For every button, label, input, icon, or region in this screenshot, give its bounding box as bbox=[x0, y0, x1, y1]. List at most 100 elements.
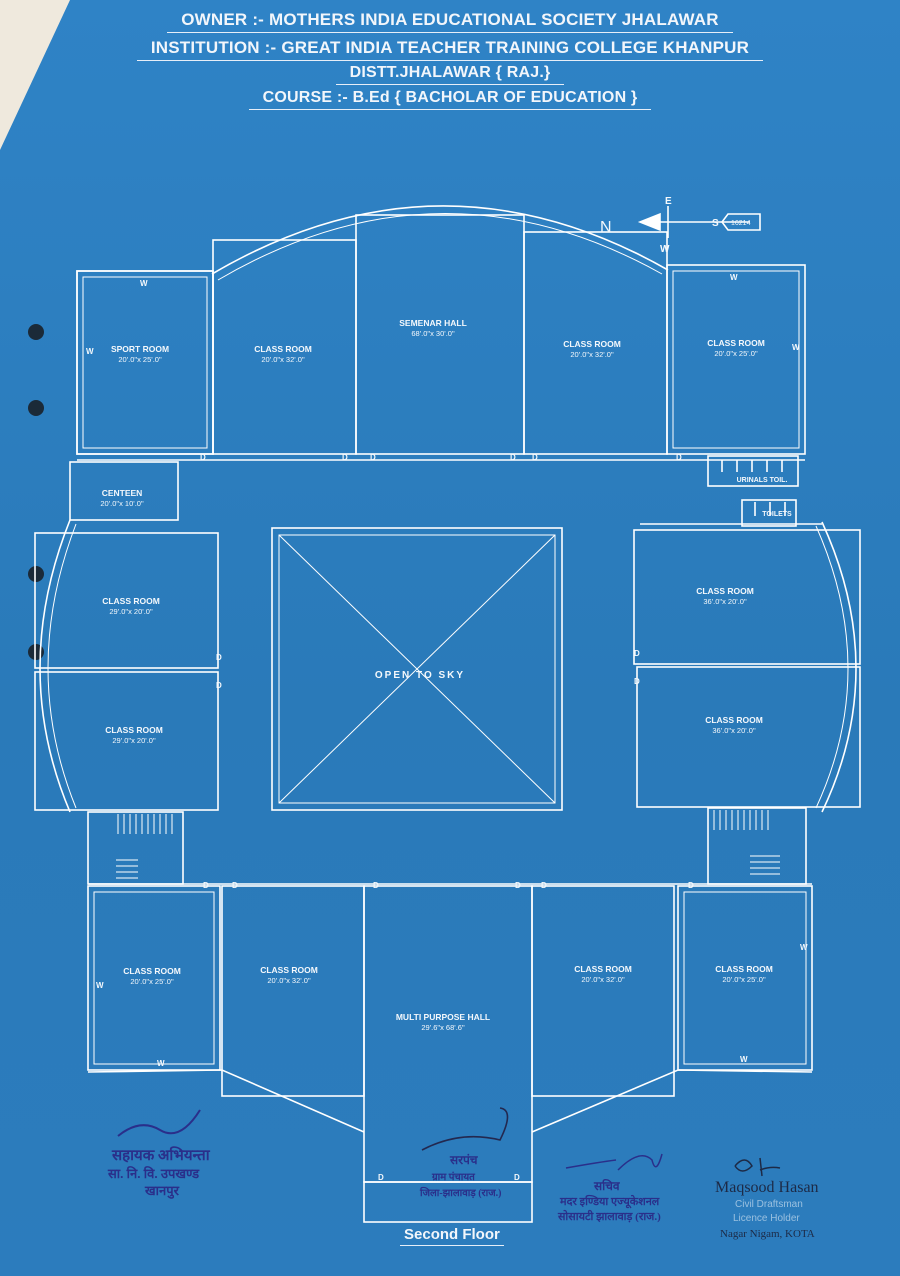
room-dim: 20'.0"x 25'.0" bbox=[714, 349, 758, 358]
room-dim: 29'.0"x 20'.0" bbox=[109, 607, 153, 616]
institution-line: INSTITUTION :- GREAT INDIA TEACHER TRAIN… bbox=[0, 38, 900, 61]
secretary-line1: सचिव bbox=[593, 1179, 621, 1193]
east-label: E bbox=[665, 196, 672, 207]
punch-hole bbox=[28, 566, 44, 582]
room-dim: 36'.0"x 20'.0" bbox=[712, 726, 756, 735]
door-marker: D bbox=[200, 453, 206, 462]
door-marker: D bbox=[373, 881, 379, 890]
room-dim: 20'.0"x 32'.0" bbox=[261, 355, 305, 364]
compass-code: 16214 bbox=[731, 220, 751, 227]
door-marker: D bbox=[378, 1173, 384, 1182]
secretary-line3: सोसायटी झालावाड़ (राज.) bbox=[557, 1209, 661, 1223]
open-to-sky-label: OPEN TO SKY bbox=[375, 670, 465, 681]
room-name: CLASS ROOM bbox=[254, 344, 312, 354]
window-marker: W bbox=[800, 943, 808, 952]
paper-fold bbox=[0, 0, 70, 150]
open-to-sky-area bbox=[271, 527, 563, 811]
room-dim: 29'.0"x 20'.0" bbox=[112, 736, 156, 745]
window-marker: W bbox=[96, 981, 104, 990]
secretary-line2: मदर इण्डिया एज्यूकेशनल bbox=[559, 1194, 660, 1209]
engineer-signature-scribble bbox=[117, 1109, 201, 1137]
north-label: N bbox=[600, 219, 612, 236]
room-name: CLASS ROOM bbox=[105, 725, 163, 735]
sarpanch-stamp: सरपंच ग्राम पंचायत जिला-झालावाड़ (राज.) bbox=[419, 1107, 509, 1199]
room-name: CLASS ROOM bbox=[707, 338, 765, 348]
room-dim: 29'.6"x 68'.6" bbox=[421, 1023, 465, 1032]
district-line: DISTT.JHALAWAR { RAJ.} bbox=[0, 64, 900, 85]
door-marker: D bbox=[532, 453, 538, 462]
room-name: CLASS ROOM bbox=[102, 596, 160, 606]
door-marker: D bbox=[634, 677, 640, 686]
window-marker: W bbox=[86, 347, 94, 356]
room-name: CLASS ROOM bbox=[696, 586, 754, 596]
right-curved-wall bbox=[821, 521, 857, 813]
room-name: CLASS ROOM bbox=[715, 964, 773, 974]
left-curved-wall bbox=[39, 519, 71, 813]
engineer-line1: सहायक अभियन्ता bbox=[111, 1146, 211, 1164]
window-marker: W bbox=[140, 279, 148, 288]
door-marker: D bbox=[216, 681, 222, 690]
room-dim: 20'.0"x 25'.0" bbox=[118, 355, 162, 364]
secretary-stamp: सचिव मदर इण्डिया एज्यूकेशनल सोसायटी झाला… bbox=[557, 1153, 663, 1223]
room-name: CENTEEN bbox=[102, 488, 143, 498]
door-marker: D bbox=[515, 881, 521, 890]
engineer-line3: खानपुर bbox=[144, 1183, 180, 1199]
door-marker: D bbox=[676, 453, 682, 462]
room-name: CLASS ROOM bbox=[574, 964, 632, 974]
door-marker: D bbox=[232, 881, 238, 890]
engineer-line2: सा. नि. वि. उपखण्ड bbox=[107, 1166, 200, 1181]
window-marker: W bbox=[740, 1055, 748, 1064]
room-name: CLASS ROOM bbox=[260, 965, 318, 975]
class-room-bottom-4-wall bbox=[677, 885, 813, 1071]
window-marker: W bbox=[792, 343, 800, 352]
class-room-bottom-2-wall bbox=[221, 885, 365, 1097]
door-marker: D bbox=[514, 1173, 520, 1182]
multi-purpose-hall-wall bbox=[363, 885, 533, 1183]
room-dim: 20'.0"x 32'.0" bbox=[570, 350, 614, 359]
class-room-bottom-1-wall bbox=[87, 885, 221, 1071]
room-name: SEMENAR HALL bbox=[399, 318, 467, 328]
door-marker: D bbox=[216, 653, 222, 662]
room-dim: 68'.0"x 30'.0" bbox=[411, 329, 455, 338]
urinals-label: URINALS TOIL. bbox=[737, 477, 788, 484]
owner-line: OWNER :- MOTHERS INDIA EDUCATIONAL SOCIE… bbox=[0, 10, 900, 33]
door-marker: D bbox=[688, 881, 694, 890]
room-dim: 20'.0"x 32'.0" bbox=[267, 976, 311, 985]
class-room-top-3-wall bbox=[666, 264, 806, 455]
room-name: CLASS ROOM bbox=[563, 339, 621, 349]
door-marker: D bbox=[342, 453, 348, 462]
window-marker: W bbox=[730, 273, 738, 282]
room-name: MULTI PURPOSE HALL bbox=[396, 1012, 490, 1022]
door-marker: D bbox=[203, 881, 209, 890]
sarpanch-line2: ग्राम पंचायत bbox=[431, 1171, 476, 1183]
window-marker: W bbox=[157, 1059, 165, 1068]
class-room-left-1-wall bbox=[34, 532, 219, 669]
west-label: W bbox=[660, 244, 670, 255]
door-marker: D bbox=[370, 453, 376, 462]
top-arch-wall bbox=[211, 205, 669, 275]
architect-signature-scribble bbox=[734, 1157, 781, 1177]
room-dim: 20'.0"x 25'.0" bbox=[722, 975, 766, 984]
door-marker: D bbox=[510, 453, 516, 462]
sarpanch-line3: जिला-झालावाड़ (राज.) bbox=[419, 1186, 502, 1199]
south-label: S bbox=[712, 218, 719, 229]
sarpanch-line1: सरपंच bbox=[449, 1153, 479, 1167]
engineer-stamp: सहायक अभियन्ता सा. नि. वि. उपखण्ड खानपुर bbox=[107, 1109, 211, 1199]
punch-hole bbox=[28, 324, 44, 340]
architect-line4: Nagar Nigam, KOTA bbox=[720, 1228, 815, 1240]
room-name: CLASS ROOM bbox=[705, 715, 763, 725]
room-dim: 36'.0"x 20'.0" bbox=[703, 597, 747, 606]
room-dim: 20'.0"x 10'.0" bbox=[100, 499, 144, 508]
door-marker: D bbox=[634, 649, 640, 658]
punch-hole bbox=[28, 400, 44, 416]
room-name: CLASS ROOM bbox=[123, 966, 181, 976]
architect-line3: Licence Holder bbox=[733, 1213, 800, 1224]
class-room-right-1-wall bbox=[633, 529, 861, 665]
architect-line2: Civil Draftsman bbox=[735, 1199, 803, 1210]
class-room-right-2-wall bbox=[636, 666, 861, 808]
class-room-bottom-3-wall bbox=[531, 885, 675, 1097]
room-name: SPORT ROOM bbox=[111, 344, 169, 354]
architect-stamp: Maqsood Hasan Civil Draftsman Licence Ho… bbox=[715, 1157, 819, 1240]
